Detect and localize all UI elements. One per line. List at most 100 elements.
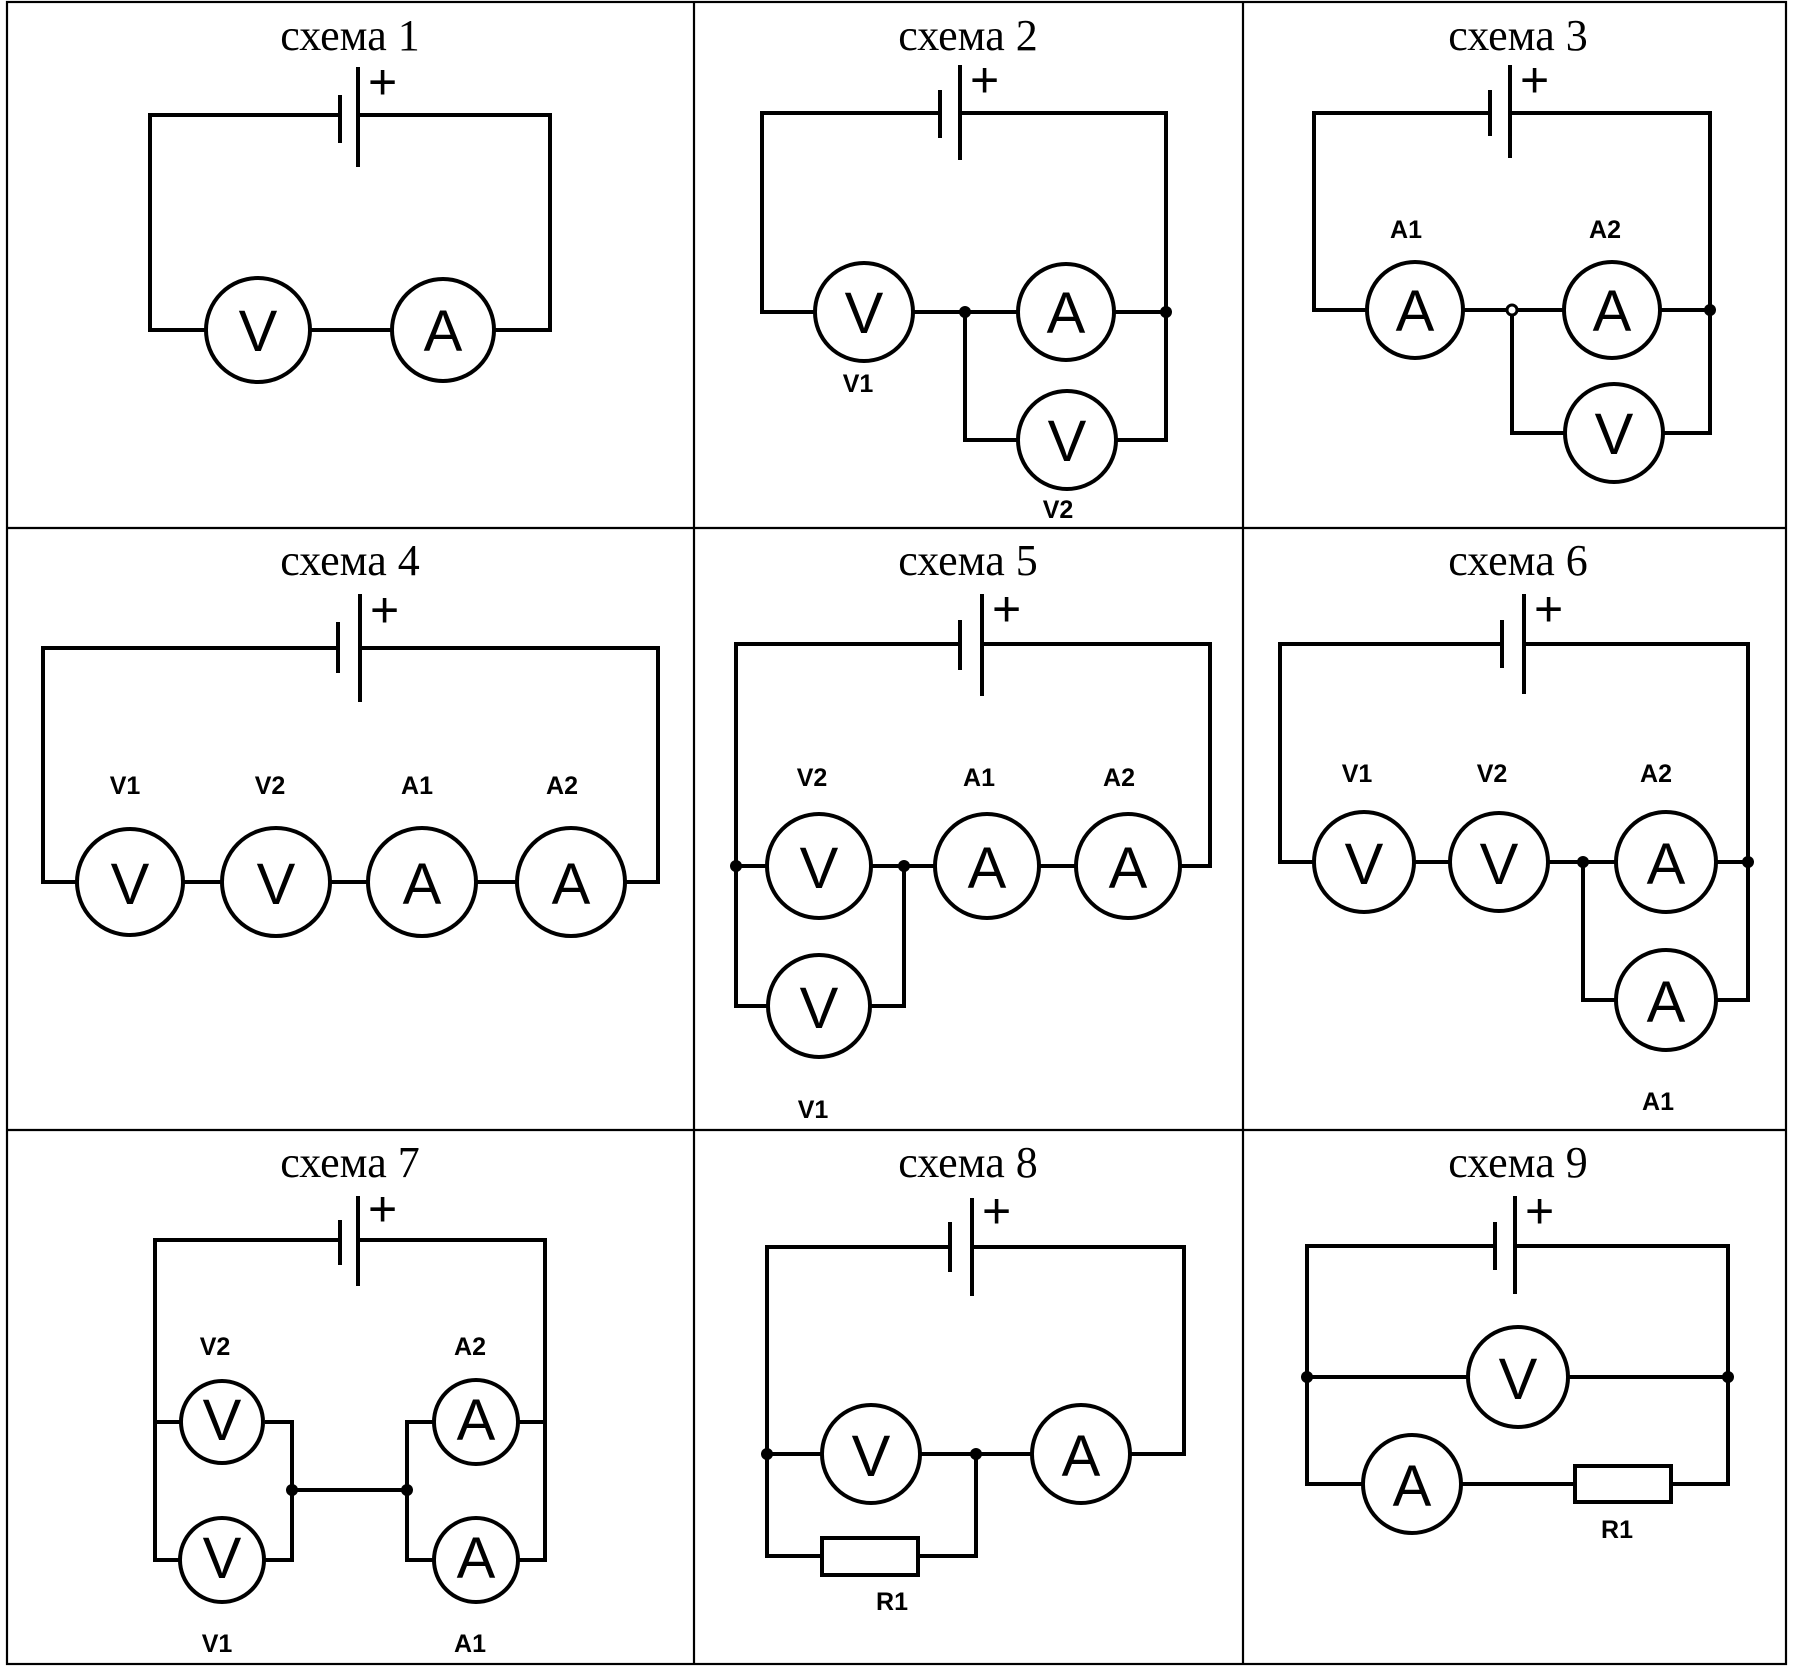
wire [358, 113, 552, 332]
voltmeter-circle [766, 953, 872, 1059]
wire [734, 642, 960, 1008]
meter-label: V1 [843, 370, 874, 398]
wire [148, 113, 340, 332]
voltmeter-symbol: V [845, 281, 884, 346]
ammeter-symbol: A [457, 1388, 496, 1453]
wire [1581, 862, 1616, 1002]
voltmeter-circle [1448, 811, 1550, 913]
scheme-6: схема 6 + V1 V V2 V A2 A A [1278, 536, 1754, 1116]
resistor-label: R1 [876, 1588, 908, 1616]
battery-plus-sign: + [1534, 581, 1563, 637]
junction-node [401, 1484, 413, 1496]
meter-label: A1 [454, 1630, 486, 1658]
voltmeter-symbol: V [257, 852, 296, 917]
resistor [820, 1536, 920, 1577]
ammeter-circle [432, 1378, 520, 1466]
ammeter-circle [1030, 1403, 1132, 1505]
voltmeter: V [204, 276, 312, 384]
wire [760, 111, 940, 314]
battery-plus-sign: + [370, 582, 399, 638]
ammeter: A [432, 1378, 520, 1466]
battery: + [338, 1181, 397, 1286]
ammeter-symbol: A [1647, 832, 1686, 897]
scheme-title: схема 6 [1448, 536, 1587, 585]
voltmeter-symbol: V [852, 1424, 891, 1489]
ammeter-circle [1614, 948, 1718, 1052]
meter-label: V2 [1477, 760, 1508, 788]
voltmeter-symbol: V [1480, 832, 1519, 897]
voltmeter-symbol: V [203, 1388, 242, 1453]
voltmeter-symbol: V [239, 299, 278, 364]
meter-label: A1 [401, 772, 433, 800]
voltmeter-circle [1312, 810, 1416, 914]
meter-label: A1 [1390, 216, 1422, 244]
ammeter-circle [1365, 260, 1465, 360]
scheme-title: схема 8 [898, 1138, 1037, 1187]
wire [918, 1454, 978, 1558]
battery-plus-sign: + [982, 1183, 1011, 1239]
wire [960, 111, 1168, 442]
scheme-title: схема 2 [898, 11, 1037, 60]
battery: + [938, 52, 999, 160]
resistor-label: R1 [1601, 1516, 1633, 1544]
ammeter: A [1614, 948, 1718, 1052]
ammeter-circle [933, 812, 1041, 920]
voltmeter-circle [178, 1516, 266, 1604]
meter-label: A2 [1589, 216, 1621, 244]
ammeter-circle [1016, 262, 1116, 362]
wire [870, 866, 906, 1008]
ammeter-symbol: A [1393, 1454, 1432, 1519]
scheme-5: схема 5 + V2 V A1 A A2 A V [730, 536, 1212, 1124]
ammeter: A [1365, 260, 1465, 360]
wire [1305, 1244, 1495, 1486]
battery: + [958, 581, 1021, 696]
wire [1524, 642, 1750, 1002]
ammeter: A [1016, 262, 1116, 362]
ammeter: A [1361, 1433, 1463, 1535]
voltmeter-circle [765, 812, 873, 920]
voltmeter: V [178, 1516, 266, 1604]
meter-label: V2 [1043, 496, 1074, 524]
ammeter-circle [432, 1516, 520, 1604]
ammeter: A [1562, 260, 1662, 360]
junction-node [286, 1484, 298, 1496]
voltmeter: V [1448, 811, 1550, 913]
battery-plus-sign: + [368, 1181, 397, 1237]
voltmeter-circle [820, 1403, 922, 1505]
voltmeter-circle [179, 1379, 265, 1465]
wire [982, 642, 1212, 868]
junction-node [1577, 856, 1589, 868]
ammeter: A [1074, 812, 1182, 920]
ammeter-circle [1562, 260, 1662, 360]
wire [41, 646, 338, 884]
scheme-8: схема 8 + V A R1 [761, 1138, 1186, 1616]
voltmeter-circle [75, 827, 185, 937]
voltmeter-circle [1016, 389, 1118, 491]
battery-plus-sign: + [1525, 1183, 1554, 1239]
junction-node [1742, 856, 1754, 868]
ammeter-circle [390, 277, 496, 383]
ammeter-symbol: A [403, 852, 442, 917]
wire [1510, 310, 1565, 435]
wire [358, 1238, 547, 1562]
scheme-title: схема 4 [280, 536, 419, 585]
scheme-title: схема 9 [1448, 1138, 1587, 1187]
ammeter: A [390, 277, 496, 383]
junction-node [1704, 304, 1716, 316]
ammeter-symbol: A [457, 1526, 496, 1591]
ammeter: A [515, 826, 627, 938]
ammeter: A [432, 1516, 520, 1604]
ammeter: A [1030, 1403, 1132, 1505]
junction-node [761, 1448, 773, 1460]
voltmeter-circle [204, 276, 312, 384]
ammeter-symbol: A [968, 836, 1007, 901]
junction-node [898, 860, 910, 872]
junction-node [1722, 1371, 1734, 1383]
voltmeter-symbol: V [800, 836, 839, 901]
voltmeter: V [1563, 382, 1665, 484]
wire [1515, 1244, 1730, 1486]
battery: + [336, 582, 399, 702]
ammeter: A [1614, 810, 1718, 914]
wire [153, 1238, 340, 1562]
